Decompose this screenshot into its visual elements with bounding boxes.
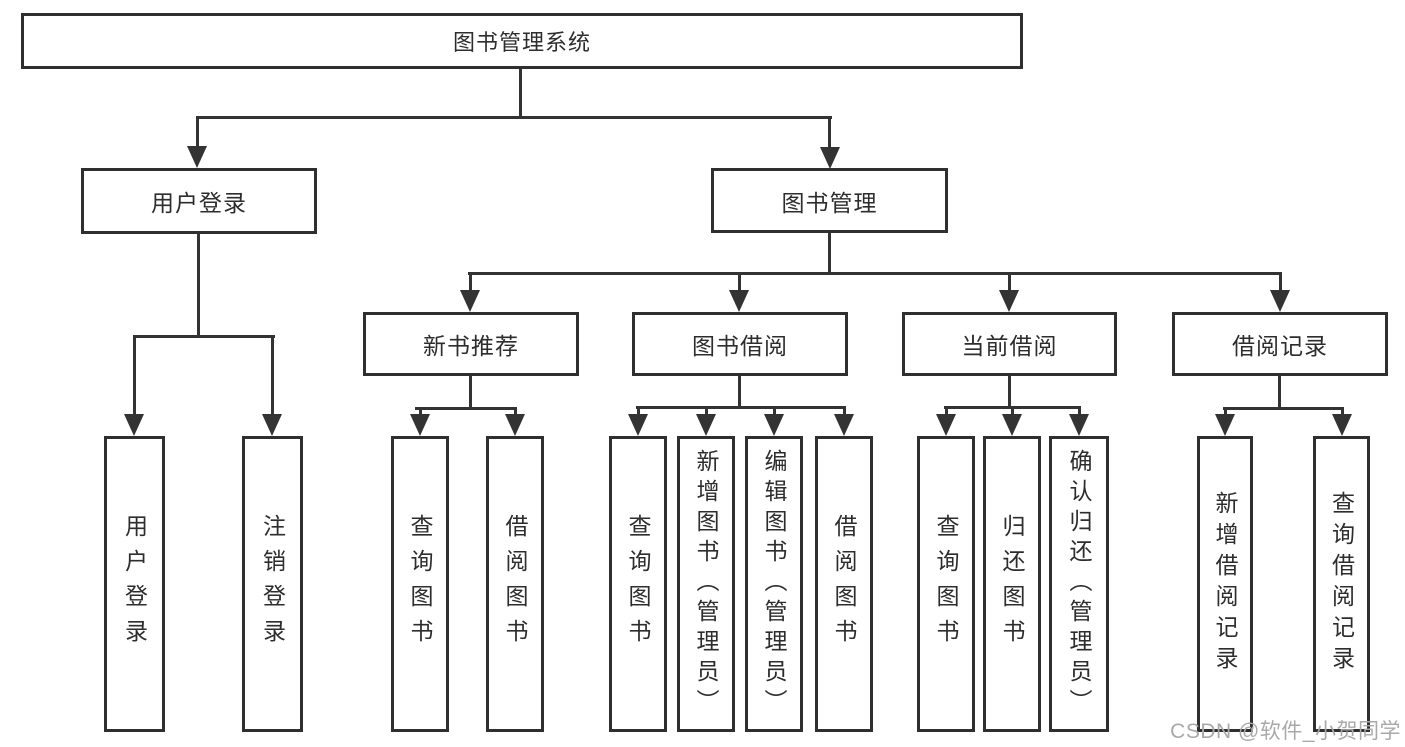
connector-line (1278, 376, 1281, 410)
arrowhead (124, 414, 144, 436)
connector-line (773, 406, 776, 416)
leaf-return-book-label: 归还图书 (999, 514, 1025, 654)
leaf-borrowing-query-books-label: 查询图书 (625, 514, 651, 654)
arrowhead (1270, 290, 1290, 312)
connector-line (738, 272, 741, 292)
leaf-logout: 注销登录 (242, 436, 303, 732)
connector-line (843, 406, 846, 416)
node-new-book-recommendation: 新书推荐 (363, 312, 579, 376)
connector-line (705, 406, 708, 416)
node-user-login: 用户登录 (81, 168, 317, 234)
leaf-recommend-borrow-books: 借阅图书 (486, 436, 544, 732)
connector-line (1223, 407, 1344, 410)
arrowhead (1002, 414, 1022, 436)
arrowhead (729, 290, 749, 312)
leaf-recommend-borrow-books-label: 借阅图书 (502, 514, 528, 654)
leaf-recommend-query-books-label: 查询图书 (407, 514, 433, 654)
arrowhead (1215, 414, 1235, 436)
node-book-management: 图书管理 (711, 168, 948, 233)
node-root-label: 图书管理系统 (452, 30, 591, 55)
connector-line (1224, 407, 1227, 416)
leaf-query-borrow-record: 查询借阅记录 (1313, 436, 1370, 732)
arrowhead (262, 414, 282, 436)
leaf-confirm-return-admin: 确认归还（管理员） (1049, 436, 1109, 732)
connector-line (469, 272, 472, 292)
arrowhead (1069, 414, 1089, 436)
connector-line (637, 406, 640, 416)
node-new-book-recommendation-label: 新书推荐 (423, 333, 519, 359)
connector-line (1008, 376, 1011, 409)
connector-line (945, 406, 948, 416)
arrowhead (187, 146, 207, 168)
node-current-borrowing-label: 当前借阅 (961, 333, 1058, 359)
connector-line (468, 272, 1282, 275)
leaf-add-book-admin-label: 新增图书（管理员） (693, 449, 719, 719)
arrowhead (460, 290, 480, 312)
leaf-user-login: 用户登录 (104, 436, 165, 732)
watermark: CSDN @软件_小贺同学 (1170, 720, 1401, 743)
leaf-borrowing-borrow-books: 借阅图书 (815, 436, 873, 732)
leaf-logout-label: 注销登录 (259, 514, 286, 654)
leaf-query-borrow-record-label: 查询借阅记录 (1328, 491, 1355, 677)
connector-line (133, 335, 275, 338)
leaf-edit-book-admin-label: 编辑图书（管理员） (761, 449, 787, 719)
connector-line (1008, 272, 1011, 292)
leaf-confirm-return-admin-label: 确认归还（管理员） (1066, 449, 1092, 719)
connector-line (828, 233, 831, 275)
arrowhead (1332, 414, 1352, 436)
arrowhead (834, 414, 854, 436)
arrowhead (410, 414, 430, 436)
arrowhead (936, 414, 956, 436)
leaf-borrowing-borrow-books-label: 借阅图书 (831, 514, 857, 654)
node-borrowing-records-label: 借阅记录 (1232, 333, 1328, 359)
connector-line (828, 116, 831, 149)
connector-line (197, 234, 200, 338)
arrowhead (820, 147, 840, 169)
arrowhead (628, 414, 648, 436)
node-borrowing-records: 借阅记录 (1172, 312, 1388, 376)
leaf-return-book: 归还图书 (983, 436, 1041, 732)
connector-line (1341, 407, 1344, 416)
connector-line (1011, 406, 1014, 416)
leaf-edit-book-admin: 编辑图书（管理员） (745, 436, 803, 732)
arrowhead (999, 290, 1019, 312)
connector-line (636, 406, 846, 409)
connector-line (514, 407, 517, 416)
node-book-borrowing: 图书借阅 (632, 312, 848, 376)
connector-line (196, 116, 199, 148)
leaf-add-book-admin: 新增图书（管理员） (677, 436, 735, 732)
node-user-login-label: 用户登录 (151, 190, 247, 216)
leaf-borrowing-query-books: 查询图书 (609, 436, 667, 732)
node-book-borrowing-label: 图书借阅 (692, 333, 788, 359)
node-current-borrowing: 当前借阅 (902, 312, 1117, 376)
leaf-recommend-query-books: 查询图书 (391, 436, 449, 732)
node-book-management-label: 图书管理 (781, 189, 878, 216)
connector-line (519, 69, 522, 119)
connector-line (1279, 272, 1282, 292)
connector-line (1078, 406, 1081, 416)
connector-line (196, 116, 832, 119)
leaf-add-borrow-record-label: 新增借阅记录 (1212, 491, 1238, 677)
connector-line (271, 335, 274, 416)
leaf-current-query-books: 查询图书 (917, 436, 975, 732)
connector-line (738, 376, 741, 409)
leaf-add-borrow-record: 新增借阅记录 (1197, 436, 1253, 732)
arrowhead (505, 414, 525, 436)
arrowhead (764, 414, 784, 436)
connector-line (415, 407, 517, 410)
connector-line (419, 407, 422, 416)
node-root: 图书管理系统 (21, 13, 1023, 69)
arrowhead (696, 414, 716, 436)
leaf-user-login-label: 用户登录 (121, 514, 148, 654)
leaf-current-query-books-label: 查询图书 (933, 514, 959, 654)
connector-line (133, 335, 136, 416)
connector-line (469, 376, 472, 410)
